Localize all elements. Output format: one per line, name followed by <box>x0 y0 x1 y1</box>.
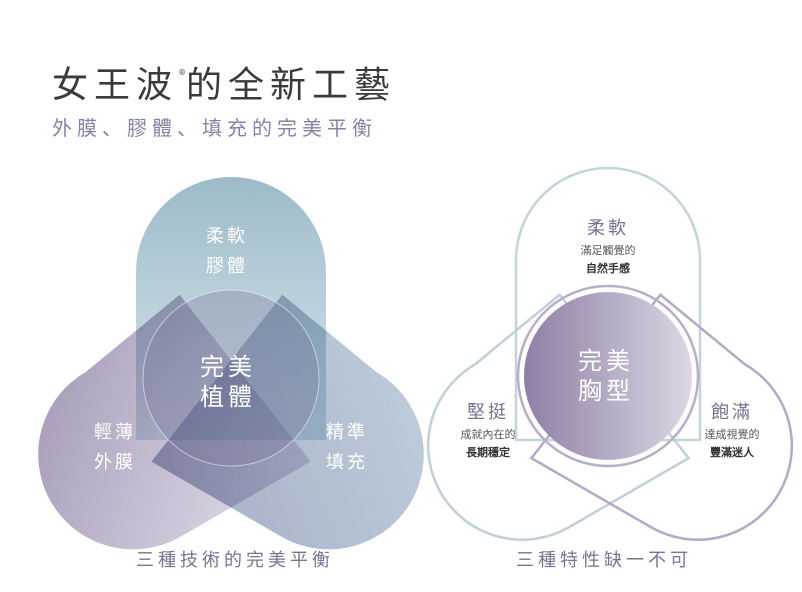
page-title: 女王波®的全新工藝 <box>52 65 397 106</box>
right-right-desc2: 豐滿迷人 <box>710 446 754 459</box>
outline-top <box>514 166 702 442</box>
right-caption: 三種特性缺一不可 <box>516 550 692 571</box>
left-label-center: 完美 植體 <box>200 353 256 411</box>
center-fill <box>524 292 692 460</box>
center-outer-ring <box>516 284 700 468</box>
right-right-desc1: 達成視覺的 <box>704 428 760 441</box>
right-venn-diagram <box>426 166 794 541</box>
left-caption: 三種技術的完美平衡 <box>136 550 334 571</box>
left-label-left: 輕薄 外膜 <box>94 422 136 473</box>
left-venn-diagram <box>38 177 424 550</box>
outline-left <box>426 292 691 541</box>
center-ring <box>142 289 320 467</box>
registered-mark: ® <box>178 68 187 77</box>
right-top-desc2: 自然手感 <box>586 262 630 275</box>
right-label-top: 柔軟 滿足觸覺的 自然手感 <box>568 214 648 276</box>
right-label-right: 飽滿 達成視覺的 豐滿迷人 <box>690 398 774 460</box>
page-subtitle: 外膜、膠體、填充的完美平衡 <box>52 116 377 140</box>
right-left-title: 堅挺 <box>467 402 509 423</box>
right-label-center: 完美 胸型 <box>578 347 634 405</box>
left-label-right: 精準 填充 <box>326 422 368 473</box>
right-right-title: 飽滿 <box>711 402 753 423</box>
shape-right-fill <box>151 294 424 550</box>
right-top-desc1: 滿足觸覺的 <box>580 244 636 257</box>
outline-right <box>529 292 794 541</box>
right-top-title: 柔軟 <box>587 218 629 239</box>
right-left-desc1: 成就內在的 <box>460 428 516 441</box>
right-left-desc2: 長期穩定 <box>466 446 510 459</box>
left-label-top: 柔軟 膠體 <box>206 226 248 277</box>
right-label-left: 堅挺 成就內在的 長期穩定 <box>446 398 530 460</box>
